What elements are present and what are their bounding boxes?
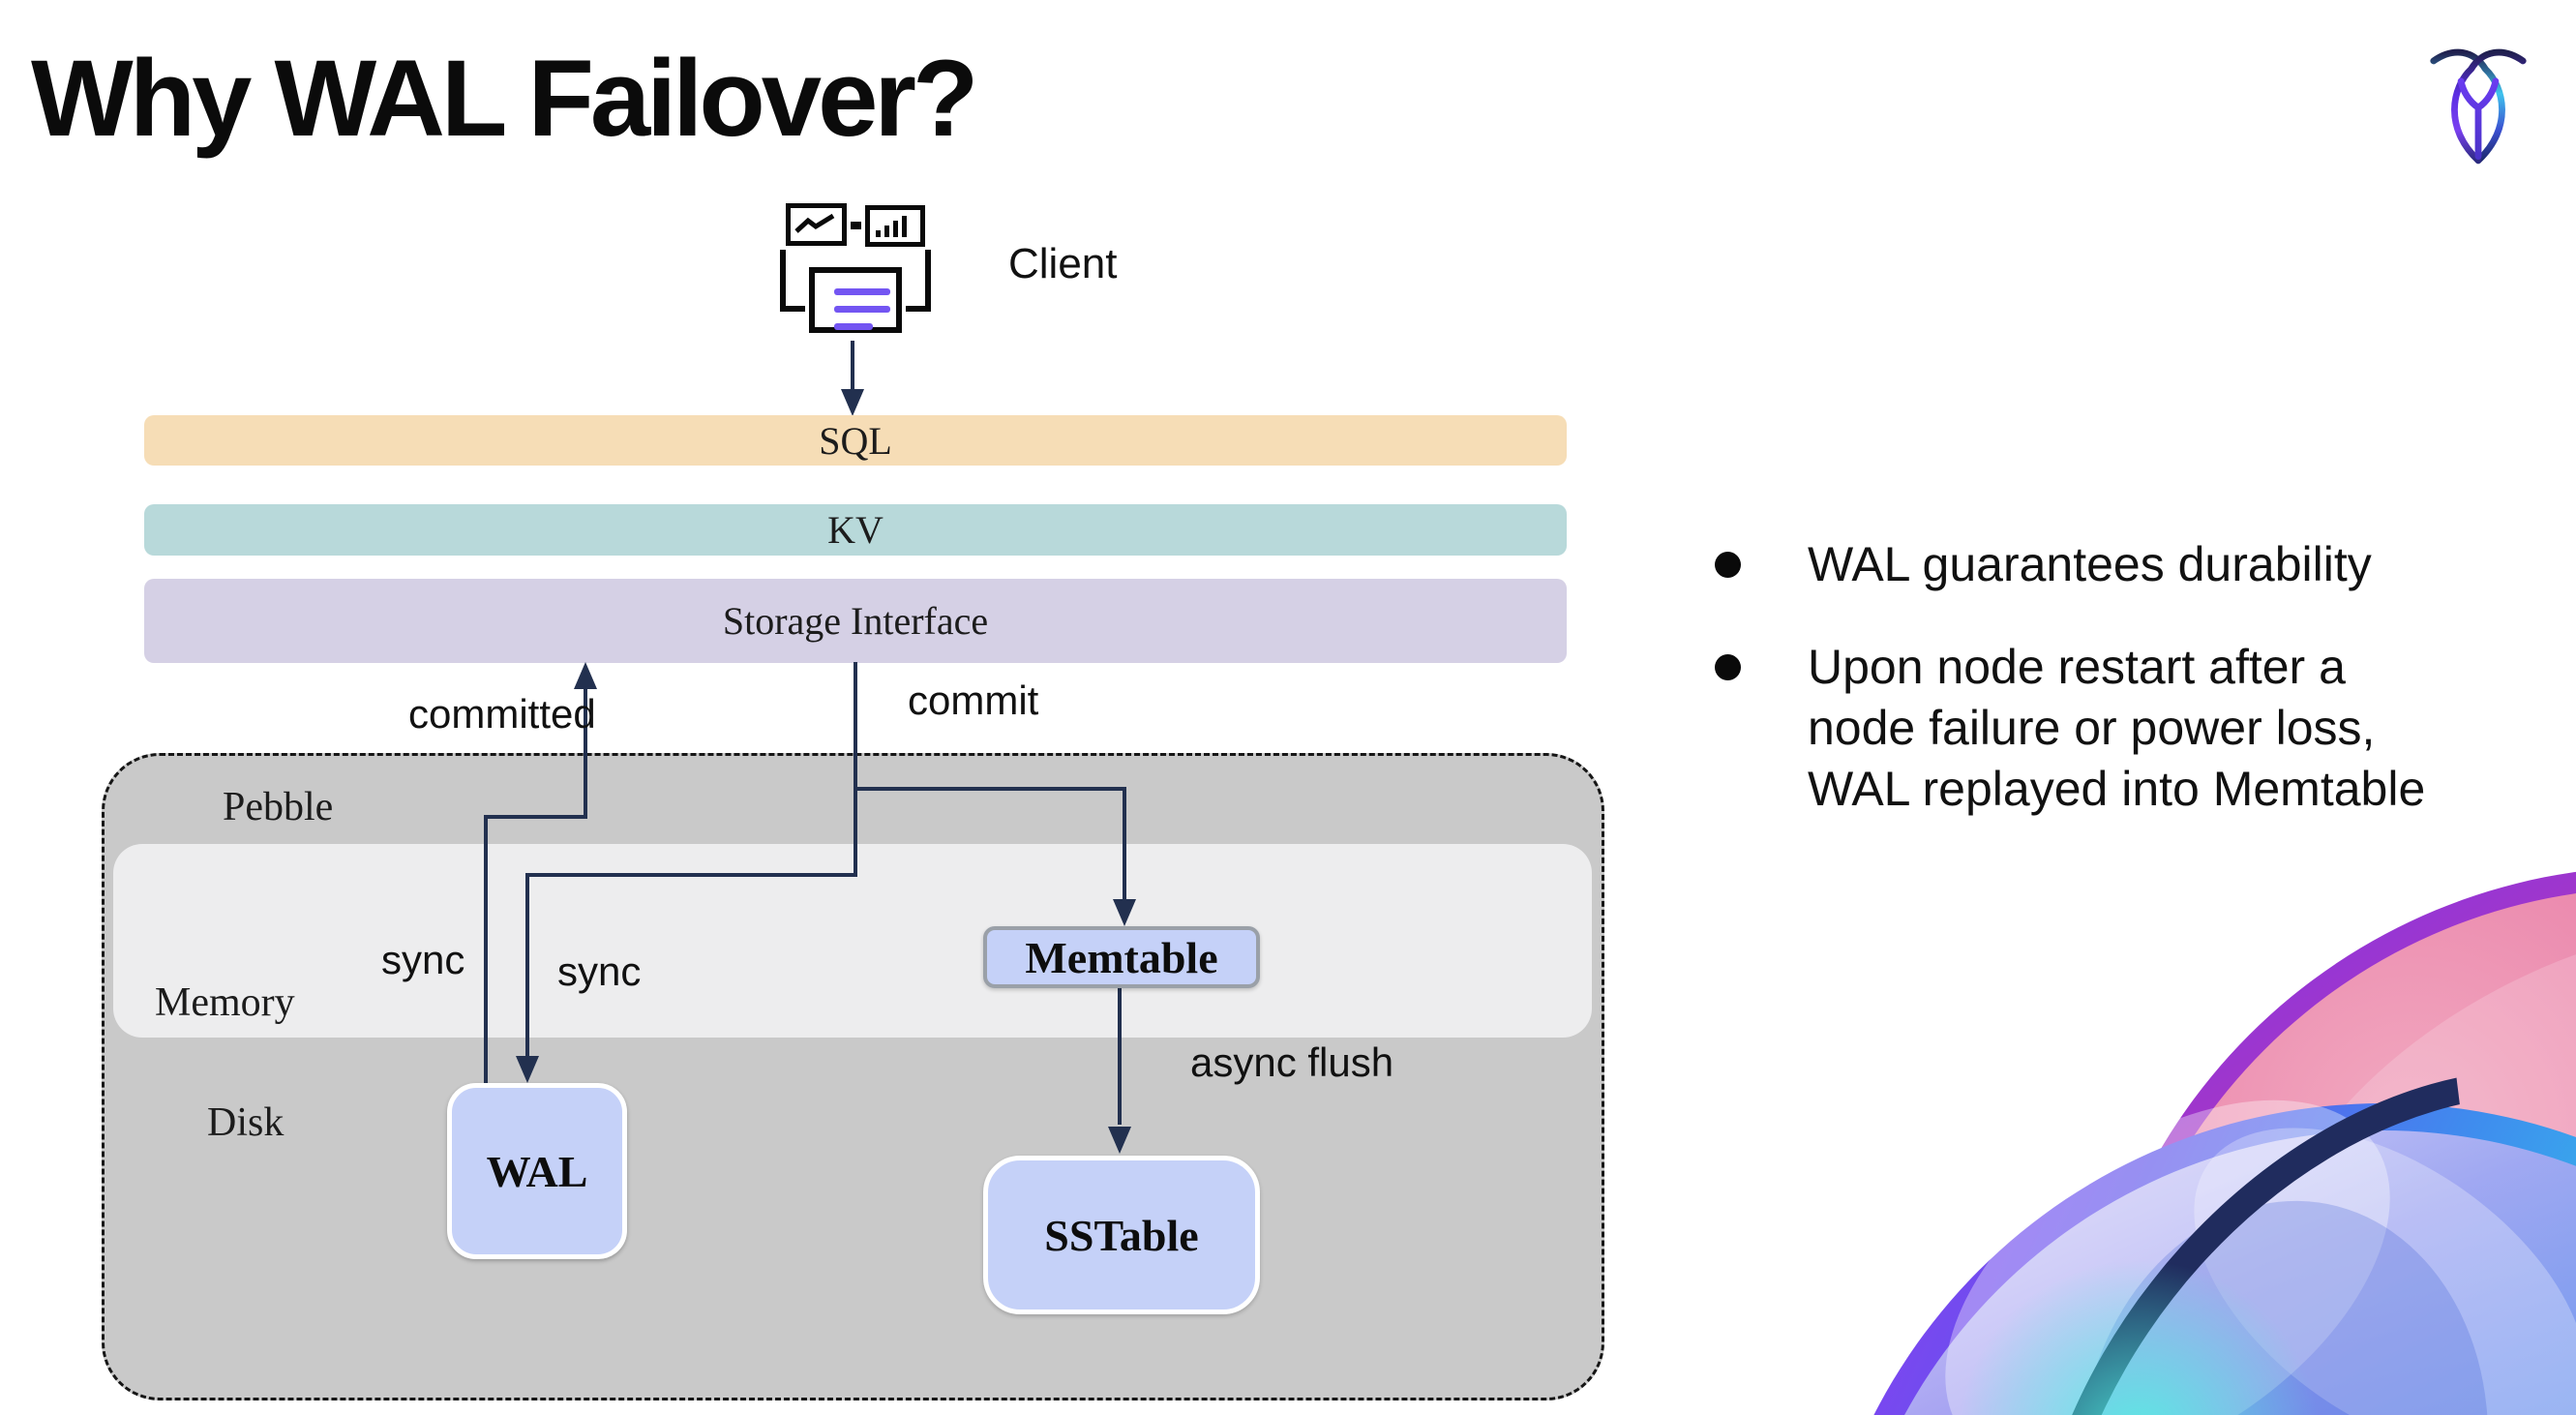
dash-connector [851, 222, 861, 229]
client-to-sql-arrow [851, 341, 854, 393]
layer-bar-kv: KV [144, 504, 1567, 556]
bullet-list: WAL guarantees durability Upon node rest… [1715, 534, 2547, 861]
doc-text-line [834, 306, 890, 313]
commit-arrow-segment [854, 662, 857, 877]
sstable-label: SSTable [1044, 1210, 1199, 1260]
bullet-item: Upon node restart after a node failure o… [1715, 637, 2547, 820]
cockroachdb-logo-icon [2430, 48, 2527, 165]
client-label: Client [1008, 240, 1118, 287]
layer-bar-storage-interface: Storage Interface [144, 579, 1567, 663]
async-flush-arrowhead [1108, 1127, 1131, 1154]
memtable-box: Memtable [983, 926, 1260, 988]
bullet-item: WAL guarantees durability [1715, 534, 2547, 595]
bar-chart-icon [865, 205, 925, 247]
committed-arrow-segment [484, 815, 488, 1085]
bullet-text-line: Upon node restart after a [1808, 640, 2346, 694]
layer-bar-storage-interface-label: Storage Interface [722, 599, 989, 643]
bracket-right [906, 250, 931, 312]
wal-box: WAL [447, 1083, 627, 1259]
commit-arrowhead-memtable [1113, 899, 1136, 926]
document-icon [809, 267, 902, 333]
commit-branch-segment [1123, 787, 1126, 899]
bullet-text-line: WAL replayed into Memtable [1808, 762, 2426, 816]
commit-label: commit [908, 677, 1039, 723]
layer-bar-sql: SQL [144, 415, 1567, 466]
sync-label-right: sync [557, 948, 642, 994]
commit-arrowhead-wal [516, 1056, 539, 1083]
commit-arrow-segment [525, 873, 529, 1056]
committed-arrowhead [574, 662, 597, 689]
sync-label-left: sync [381, 937, 465, 982]
layer-bar-sql-label: SQL [819, 418, 892, 463]
bullet-text-line: WAL guarantees durability [1808, 537, 2372, 591]
doc-text-line [834, 288, 890, 295]
client-to-sql-arrowhead [841, 389, 864, 416]
async-flush-arrow [1118, 988, 1122, 1125]
memtable-label: Memtable [1025, 932, 1218, 982]
commit-branch-segment [854, 787, 1126, 791]
bullet-dot [1715, 552, 1741, 578]
doc-text-line [834, 323, 873, 330]
bullet-dot [1715, 654, 1741, 680]
committed-label: committed [408, 691, 596, 737]
wal-label: WAL [486, 1146, 588, 1196]
line-chart-icon [786, 203, 847, 246]
bullet-text-line: node failure or power loss, [1808, 701, 2376, 755]
committed-arrow-segment [484, 815, 587, 819]
memory-label: Memory [155, 980, 295, 1025]
layer-bar-kv-label: KV [827, 508, 884, 552]
bracket-left [780, 250, 805, 312]
pebble-label: Pebble [223, 785, 334, 829]
async-flush-label: async flush [1190, 1039, 1394, 1085]
sstable-box: SSTable [983, 1156, 1260, 1314]
disk-label: Disk [207, 1100, 285, 1145]
page-title: Why WAL Failover? [31, 38, 978, 159]
commit-arrow-segment [525, 873, 857, 877]
committed-arrow-segment [584, 685, 587, 819]
